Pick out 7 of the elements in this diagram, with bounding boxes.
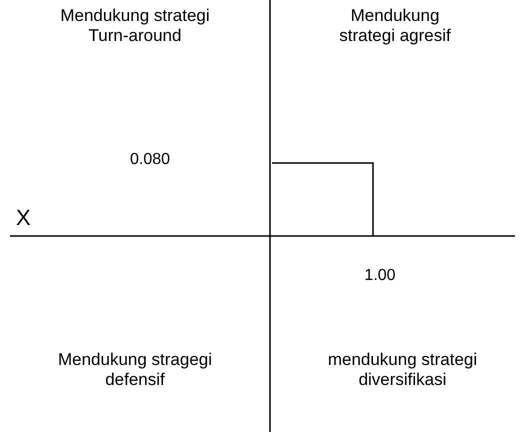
quadrant-label: Mendukung strategi agresif bbox=[338, 6, 452, 46]
value-label: 0.080 bbox=[130, 150, 170, 170]
axis-label: X bbox=[16, 208, 31, 228]
quadrant-label: mendukung strategi diversifikasi bbox=[326, 350, 478, 390]
quadrant-label: Mendukung stragegi defensif bbox=[56, 350, 214, 390]
quadrant-label: Mendukung strategi Turn-around bbox=[59, 6, 211, 46]
value-label: 1.00 bbox=[364, 266, 396, 286]
